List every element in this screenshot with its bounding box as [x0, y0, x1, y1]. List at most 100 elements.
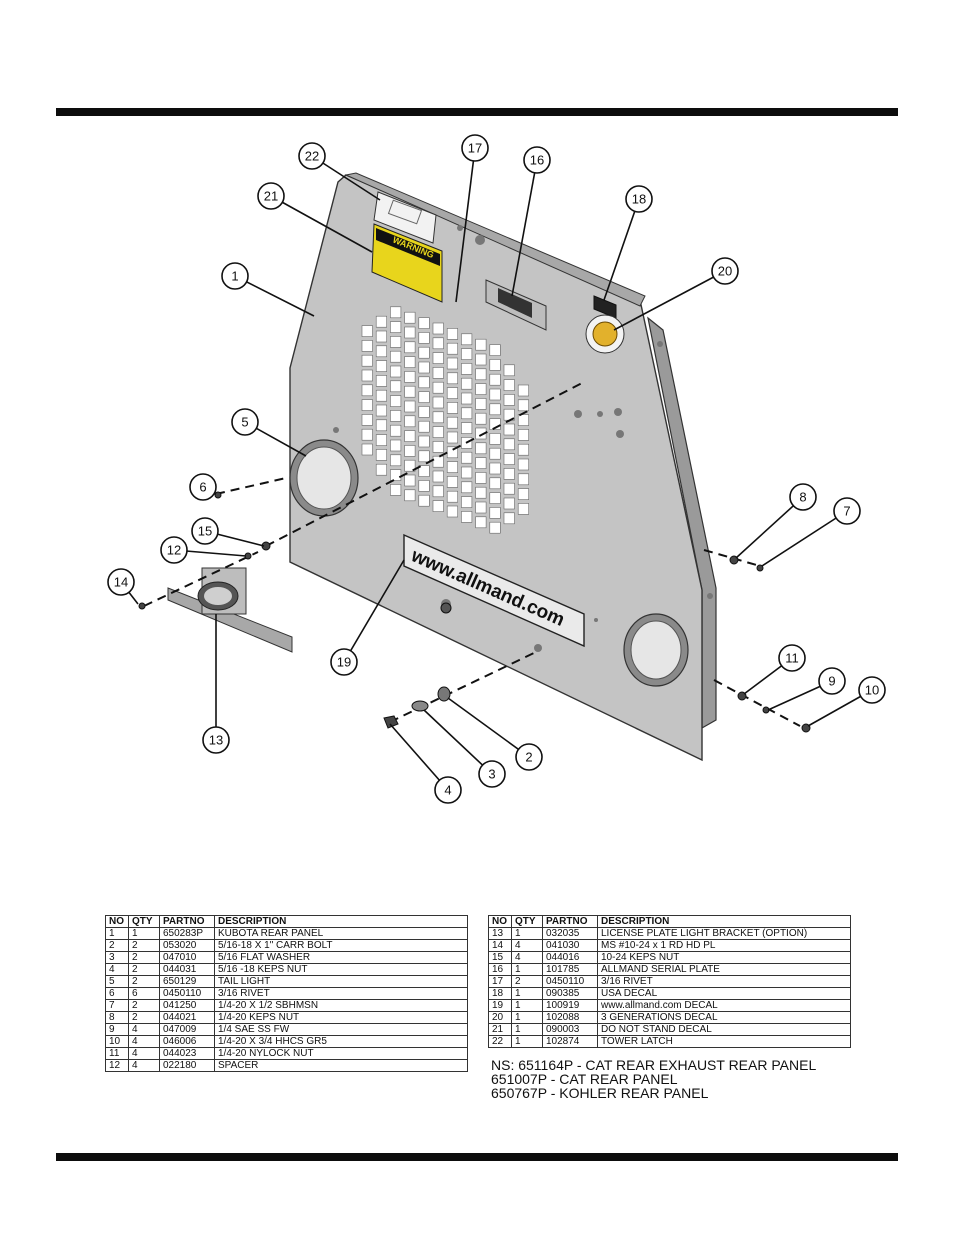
cell-qty: 1 [511, 1023, 543, 1036]
vent-opening [489, 388, 501, 401]
vent-opening [503, 379, 515, 391]
cell-no: 4 [105, 963, 129, 976]
cell-description: 5/16 -18 KEPS NUT [214, 963, 468, 976]
callout-number: 13 [209, 733, 223, 748]
vent-opening [404, 311, 416, 324]
callout-bubble [189, 473, 217, 501]
cell-no: 17 [488, 975, 512, 988]
callout-bubble [461, 134, 489, 162]
vent-opening [404, 326, 416, 339]
cell-description: 1/4-20 X 3/4 HHCS GR5 [214, 1035, 468, 1048]
vent-opening [517, 503, 530, 515]
vent-opening [503, 394, 515, 406]
cell-description: 1/4-20 X 1/2 SBHMSN [214, 999, 468, 1012]
cell-partno: 0450110 [542, 975, 598, 988]
cell-qty: 1 [511, 1035, 543, 1048]
vent-opening [503, 453, 515, 465]
cell-qty: 1 [511, 963, 543, 976]
callout-number: 5 [241, 415, 248, 430]
vent-opening [404, 356, 416, 368]
table-header-row: NO QTY PARTNO DESCRIPTION [488, 915, 851, 928]
vent-opening [446, 461, 459, 473]
cell-no: 18 [488, 987, 512, 1000]
callout-bubble [191, 517, 219, 545]
cell-no: 22 [488, 1035, 512, 1048]
callout-bubble [160, 536, 188, 564]
vent-opening [461, 466, 473, 479]
table-header-row: NO QTY PARTNO DESCRIPTION [105, 915, 468, 928]
vent-opening [503, 482, 515, 495]
cell-partno: 041030 [542, 939, 598, 952]
callout-number: 16 [530, 153, 544, 168]
vent-opening [432, 441, 444, 453]
cell-description: KUBOTA REAR PANEL [214, 927, 468, 940]
vent-opening [489, 492, 501, 504]
cell-description: 3/16 RIVET [214, 987, 468, 1000]
callout-number: 4 [444, 783, 451, 798]
vent-opening [390, 395, 402, 407]
callout-bubble [478, 760, 506, 788]
vent-opening [489, 418, 501, 430]
cell-no: 3 [105, 951, 129, 964]
vent-opening [461, 333, 473, 346]
vent-opening [432, 411, 444, 424]
vent-opening [446, 490, 459, 503]
vent-opening [390, 336, 402, 348]
vent-opening [517, 488, 530, 500]
vent-opening [361, 384, 373, 397]
callout-bubble [833, 497, 861, 525]
note-line: 651007P - CAT REAR PANEL [491, 1071, 678, 1087]
callout-leader [511, 159, 538, 297]
tower-latch-decal [373, 191, 437, 244]
cell-description: 3 GENERATIONS DECAL [597, 1011, 851, 1024]
vent-opening [418, 480, 430, 492]
cell-description: USA DECAL [597, 987, 851, 1000]
cell-description: 10-24 KEPS NUT [597, 951, 851, 964]
callout-leader [603, 198, 640, 301]
vent-opening [489, 344, 501, 356]
callout-bubble [330, 648, 358, 676]
vent-opening [461, 451, 473, 464]
vent-opening [446, 402, 459, 414]
cell-qty: 2 [128, 999, 160, 1012]
vent-opening [446, 387, 459, 399]
col-description-header: DESCRIPTION [597, 915, 851, 928]
bottom-rule [56, 1153, 898, 1161]
vent-opening [503, 497, 515, 510]
warning-decal: WARNING [371, 223, 443, 303]
cell-qty: 2 [128, 1011, 160, 1024]
cell-no: 10 [105, 1035, 129, 1048]
vent-opening [404, 430, 416, 442]
cell-qty: 2 [128, 975, 160, 988]
vent-opening [503, 364, 515, 377]
vent-opening [461, 348, 473, 360]
vent-opening [461, 422, 473, 434]
cell-no: 13 [488, 927, 512, 940]
cell-no: 8 [105, 1011, 129, 1024]
vent-opening [489, 433, 501, 445]
callout-leader [343, 559, 405, 663]
vent-opening [489, 447, 501, 460]
vent-opening [446, 357, 459, 370]
cell-description: MS #10-24 x 1 RD HD PL [597, 939, 851, 952]
vent-opening [418, 406, 430, 418]
cell-no: 11 [105, 1047, 129, 1060]
cell-partno: 090003 [542, 1023, 598, 1036]
cell-qty: 2 [128, 963, 160, 976]
vent-opening [390, 380, 402, 393]
vent-opening [446, 372, 459, 385]
vent-opening [418, 346, 430, 359]
callout-number: 9 [828, 674, 835, 689]
vent-opening [418, 332, 430, 344]
vent-opening [361, 369, 373, 382]
cell-qty: 4 [128, 1047, 160, 1060]
cell-qty: 1 [511, 999, 543, 1012]
callout-leader [761, 510, 848, 567]
vent-opening [375, 404, 388, 417]
